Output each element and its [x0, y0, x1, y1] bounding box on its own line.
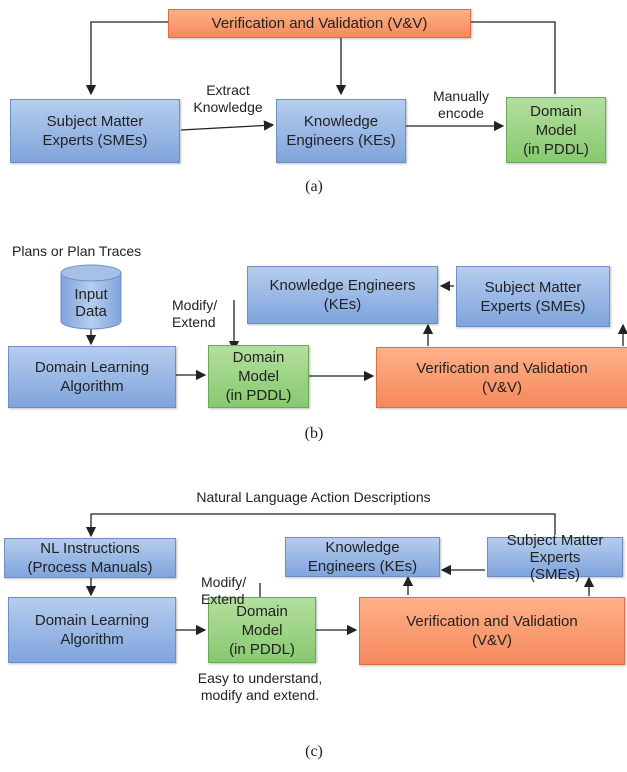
modify-extend-label-b: Modify/ Extend: [172, 297, 218, 330]
extract-knowledge-label: Extract Knowledge: [193, 82, 263, 115]
domain-model-box-b: Domain Model (in PDDL): [208, 345, 309, 408]
smes-box-a: Subject Matter Experts (SMEs): [10, 99, 180, 163]
domain-model-box-c: Domain Model (in PDDL): [208, 597, 316, 663]
arrow-vv-to-smes: [85, 21, 168, 96]
plans-title: Plans or Plan Traces: [12, 243, 142, 259]
arrow-smes-to-nl-c: [85, 513, 556, 538]
modify-extend-label-c: Modify/ Extend: [201, 574, 247, 607]
smes-box-c: Subject Matter Experts (SMEs): [487, 532, 623, 583]
dla-box-b: Domain Learning Algorithm: [8, 346, 176, 408]
vv-box-c: Verification and Validation (V&V): [359, 597, 625, 665]
line-vv-to-domain: [471, 21, 556, 94]
smes-box-b: Subject Matter Experts (SMEs): [456, 266, 610, 327]
manually-encode-label: Manually encode: [432, 88, 490, 121]
easy-note: Easy to understand, modify and extend.: [197, 670, 323, 703]
caption-a: (a): [305, 178, 323, 195]
input-data-cylinder: [60, 264, 122, 330]
domain-model-box-a: Domain Model (in PDDL): [506, 97, 606, 163]
arrow-smes-to-kes: [180, 120, 275, 131]
kes-box-b: Knowledge Engineers (KEs): [247, 266, 438, 324]
vv-box-a: Verification and Validation (V&V): [168, 9, 471, 38]
vv-box-b: Verification and Validation (V&V): [376, 347, 627, 408]
nl-title: Natural Language Action Descriptions: [196, 489, 431, 505]
input-data-label: Input Data: [74, 286, 108, 320]
caption-c: (c): [305, 743, 323, 760]
dla-box-c: Domain Learning Algorithm: [8, 597, 176, 663]
kes-box-c: Knowledge Engineers (KEs): [285, 537, 440, 577]
nl-instructions-box: NL Instructions (Process Manuals): [4, 538, 176, 578]
kes-box-a: Knowledge Engineers (KEs): [276, 99, 406, 163]
caption-b: (b): [304, 425, 324, 442]
